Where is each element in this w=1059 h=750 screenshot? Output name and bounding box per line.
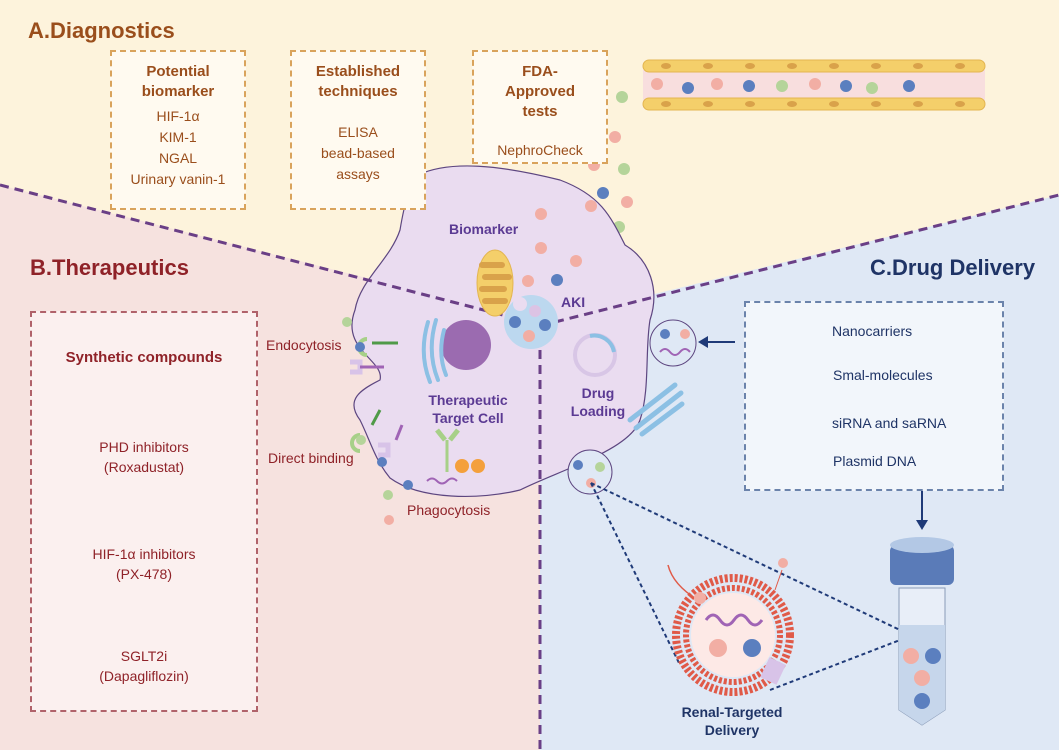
box-heading: Potential biomarker	[141, 63, 215, 100]
phagocytosis-label: Phagocytosis	[407, 502, 491, 518]
compound-example: (PX-478)	[115, 566, 173, 582]
kidney-cell	[351, 165, 655, 498]
direct-binding-label: Direct binding	[268, 450, 354, 466]
synthetic-compounds-box: Synthetic compounds PHD inhibitors (Roxa…	[30, 311, 258, 712]
established-techniques-box: Established techniques ELISA bead-based …	[290, 50, 426, 210]
technique-item: bead-based	[321, 145, 395, 161]
renal-targeted-delivery-label: Renal-Targeted Delivery	[681, 704, 783, 738]
endocytosis-pocket-right	[649, 319, 697, 367]
therapeutics-title: B.Therapeutics	[30, 255, 189, 280]
receptors-icon	[342, 317, 413, 525]
section-dividers	[0, 183, 1059, 750]
blood-vessel-icon	[642, 59, 986, 111]
biomarker-item: KIM-1	[159, 129, 197, 145]
box-heading: Established techniques	[315, 63, 401, 100]
compound-example: (Dapagliflozin)	[99, 668, 189, 684]
plasmid-icon	[573, 333, 617, 377]
technique-item: assays	[336, 166, 380, 182]
compound-name: HIF-1α inhibitors	[92, 546, 196, 562]
drug-delivery-title: C.Drug Delivery	[870, 255, 1036, 280]
liposome-icon	[667, 558, 794, 696]
endoplasmic-reticulum-icon	[421, 318, 448, 384]
biomarker-label: Biomarker	[449, 221, 519, 237]
endocytosis-label: Endocytosis	[266, 337, 342, 353]
aki-vesicle-icon	[504, 295, 558, 349]
golgi-icon	[627, 382, 685, 437]
fda-approved-box: FDA-Approved tests NephroCheck	[472, 50, 608, 164]
compound-example: (Roxadustat)	[103, 459, 185, 475]
carrier-label: siRNA and saRNA	[832, 415, 947, 431]
carriers-box: Nanocarriers Smal-molecules siRNA and sa…	[744, 301, 1004, 491]
biomarker-item: HIF-1α	[156, 108, 200, 124]
carrier-label: Plasmid DNA	[833, 453, 917, 469]
box-heading: FDA-Approved tests	[504, 63, 575, 120]
nucleus-icon	[441, 320, 491, 370]
biomarker-item: NGAL	[158, 150, 198, 166]
carrier-label: Smal-molecules	[833, 367, 933, 383]
compound-name: SGLT2i	[120, 648, 168, 664]
biomarker-item: Urinary vanin-1	[130, 171, 226, 187]
antibody-icon	[426, 428, 485, 485]
box-heading: Synthetic compounds	[65, 349, 223, 366]
mitochondrion-icon	[476, 249, 514, 317]
zoom-lines	[590, 482, 901, 691]
compound-name: PHD inhibitors	[99, 439, 189, 455]
diagnostics-title: A.Diagnostics	[28, 18, 175, 43]
technique-item: ELISA	[338, 124, 378, 140]
carrier-label: Nanocarriers	[832, 323, 913, 339]
potential-biomarker-box: Potential biomarker HIF-1α KIM-1 NGAL Ur…	[110, 50, 246, 210]
drug-loading-label: Drug Loading	[570, 385, 626, 419]
sample-tube-icon	[890, 491, 954, 726]
aki-label: AKI	[561, 294, 586, 310]
therapeutic-target-cell-label: Therapeutic Target Cell	[428, 392, 508, 426]
test-item: NephroCheck	[497, 142, 583, 158]
